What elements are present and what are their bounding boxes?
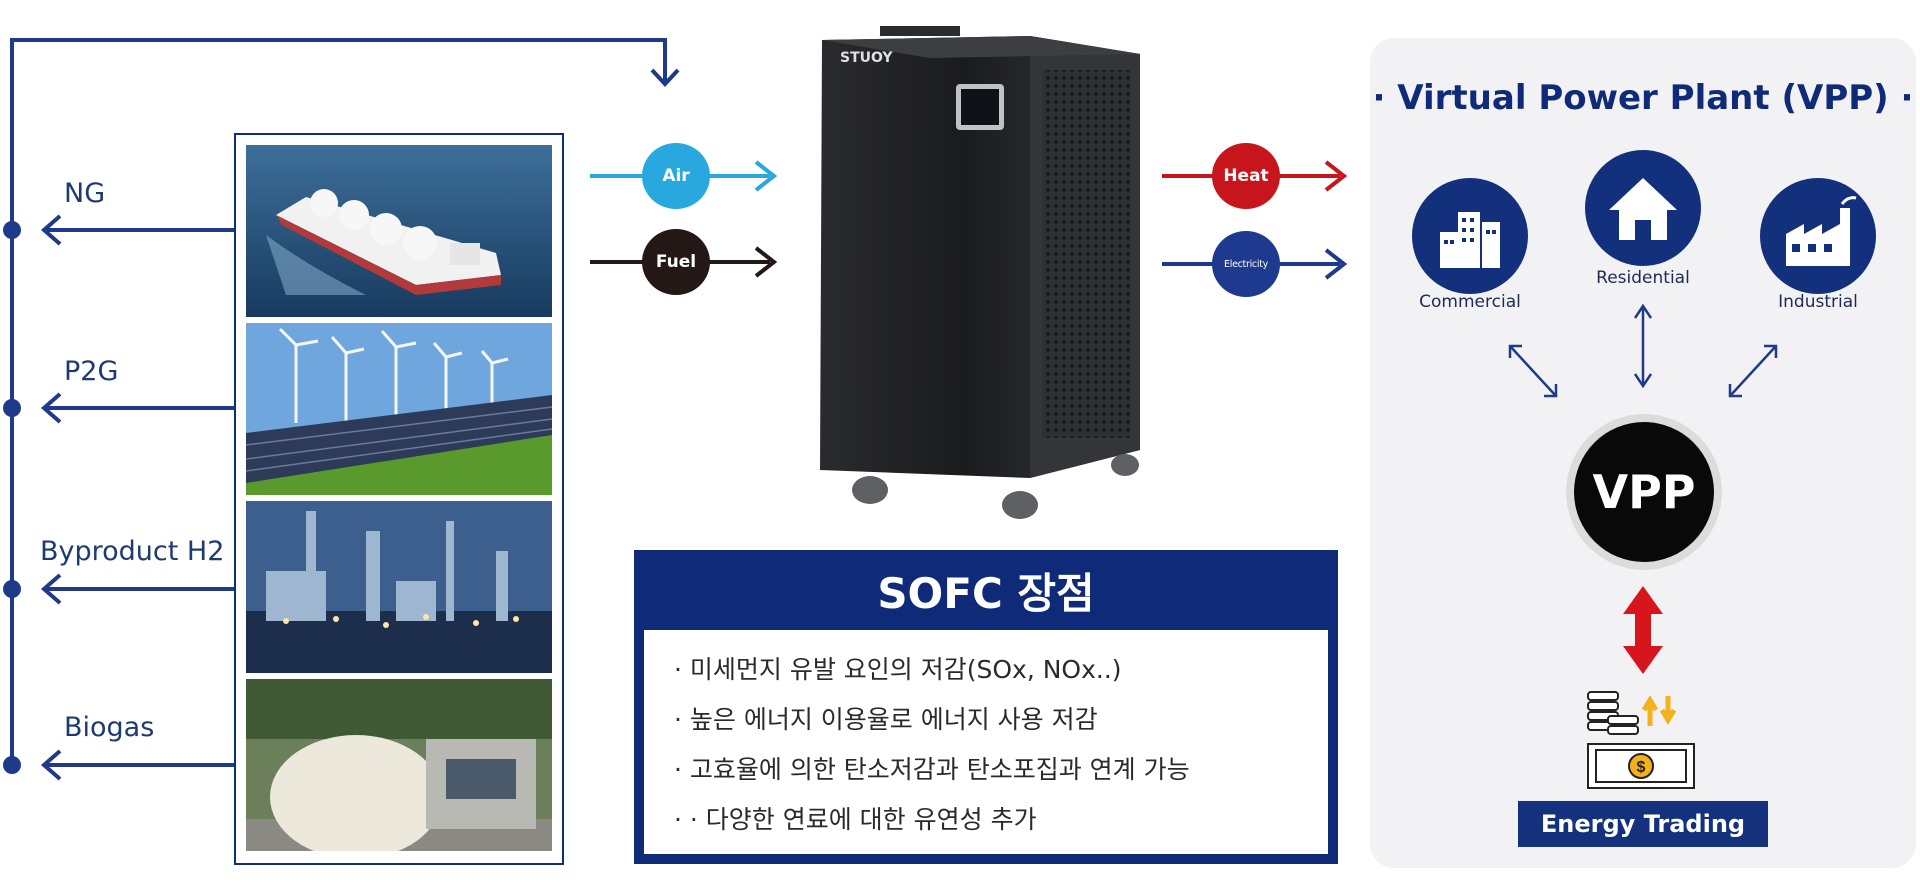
buildings-icon: [1440, 212, 1500, 268]
air-input-badge: Air: [642, 143, 710, 209]
advantage-item: · 높은 에너지 이용율로 에너지 사용 저감: [674, 705, 1098, 734]
source-label-biogas: Biogas: [64, 712, 155, 743]
money-icon: $: [1587, 691, 1695, 789]
sofc-advantages-list: · 미세먼지 유발 요인의 저감(SOx, NOx..) · 높은 에너지 이용…: [644, 630, 1328, 854]
vpp-title: · Virtual Power Plant (VPP) ·: [1372, 78, 1914, 118]
sofc-unit: STUOY: [780, 10, 1160, 530]
air-input-label: Air: [662, 166, 690, 186]
house-icon: [1609, 178, 1677, 240]
commercial-label: Commercial: [1419, 292, 1521, 312]
fuel-arrowhead: [754, 246, 778, 278]
advantage-item: · · 다양한 연료에 대한 유연성 추가: [674, 805, 1037, 834]
industrial-label: Industrial: [1778, 292, 1858, 312]
commercial-node: [1412, 178, 1528, 294]
heat-output-label: Heat: [1223, 166, 1269, 186]
source-label-p2g: P2G: [64, 356, 119, 387]
source-label-byproduct-h2: Byproduct H2: [40, 536, 225, 567]
factory-icon: [1786, 196, 1857, 266]
source-label-ng: NG: [64, 178, 106, 209]
wind-solar-photo: [246, 323, 552, 495]
vpp-hub-label: VPP: [1592, 465, 1696, 519]
svg-text:$: $: [1637, 759, 1646, 776]
energy-trading-label: Energy Trading: [1518, 801, 1768, 847]
fuel-source-photos: [234, 133, 564, 865]
fuel-input-badge: Fuel: [642, 229, 710, 295]
electricity-output-label: Electricity: [1224, 258, 1268, 270]
vpp-connectors: [1508, 303, 1778, 674]
byproduct-h2-arrow: [3, 573, 234, 605]
residential-label: Residential: [1596, 268, 1690, 288]
device-brand: STUOY: [840, 50, 893, 66]
industrial-plant-photo: [246, 501, 552, 673]
electricity-arrowhead: [1324, 248, 1348, 280]
ng-arrow: [3, 214, 234, 246]
heat-output-badge: Heat: [1212, 143, 1280, 209]
advantage-item: · 미세먼지 유발 요인의 저감(SOx, NOx..): [674, 655, 1122, 684]
fuel-input-label: Fuel: [655, 252, 697, 272]
heat-arrowhead: [1324, 160, 1348, 192]
lng-carrier-photo: [246, 145, 552, 317]
feedback-arrowhead: [650, 68, 680, 87]
vpp-hub: VPP: [1574, 422, 1714, 562]
advantage-item: · 고효율에 의한 탄소저감과 탄소포집과 연계 가능: [674, 755, 1190, 784]
electricity-output-badge: Electricity: [1212, 231, 1280, 297]
residential-node: [1585, 150, 1701, 266]
p2g-arrow: [3, 392, 234, 424]
vpp-panel: · Virtual Power Plant (VPP) ·: [1370, 38, 1916, 868]
biogas-arrow: [3, 749, 234, 781]
industrial-node: [1760, 178, 1876, 294]
biogas-digester-photo: [246, 679, 552, 851]
air-arrowhead: [754, 160, 778, 192]
sofc-advantages-panel: SOFC 장점 · 미세먼지 유발 요인의 저감(SOx, NOx..) · 높…: [634, 550, 1338, 864]
sofc-advantages-title: SOFC 장점: [877, 568, 1095, 618]
